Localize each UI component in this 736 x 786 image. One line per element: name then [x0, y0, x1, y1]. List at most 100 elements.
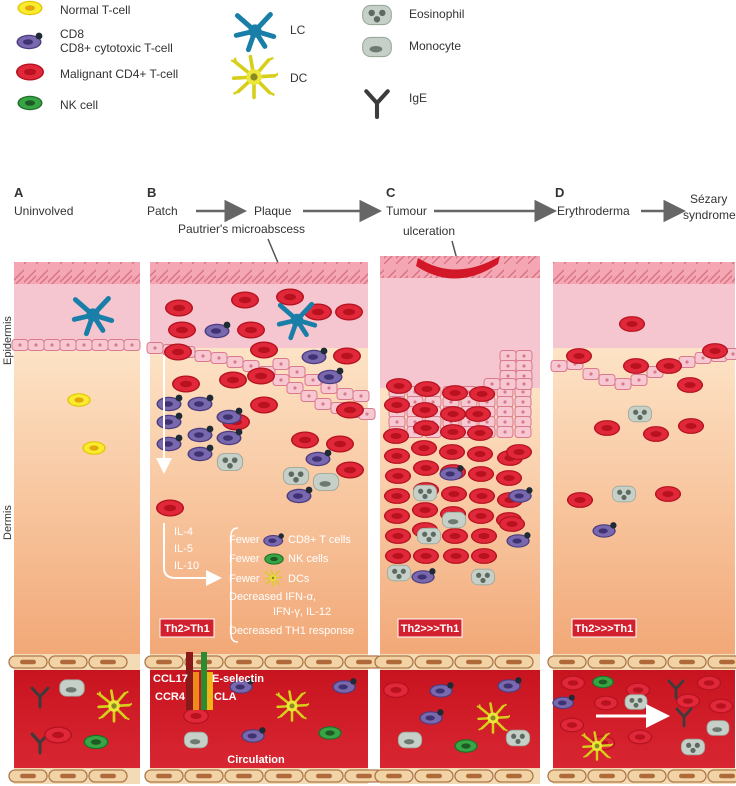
ulceration-crust [416, 256, 500, 279]
malignant-tcell [326, 435, 354, 453]
malignant-tcell [464, 406, 492, 422]
malignant-tcell [250, 396, 278, 414]
keratinocyte [496, 406, 514, 418]
malignant-tcell [336, 461, 364, 479]
endothelial-cell [414, 655, 454, 669]
malignant-tcell [439, 424, 467, 440]
keratinocyte [226, 356, 244, 368]
eosinophil [416, 527, 442, 545]
legend-malignant-label: Malignant CD4+ T-cell [60, 67, 178, 81]
legend-normal-tcell-icon [17, 0, 43, 16]
endothelial-cell [547, 769, 587, 783]
keratinocyte [514, 406, 532, 418]
monocyte [397, 731, 423, 749]
keratinocyte [388, 416, 406, 428]
fewer-label-1: Fewer [229, 534, 260, 546]
keratinocyte [210, 352, 228, 364]
malignant-tcell [383, 397, 411, 413]
malignant-tcell [164, 343, 192, 361]
malignant-tcell [44, 726, 72, 744]
eselectin-label: E-selectin [212, 673, 264, 685]
panel-a-title: Uninvolved [14, 204, 73, 218]
malignant-tcell [468, 488, 496, 504]
malignant-tcell [560, 675, 586, 691]
ccr4-label: CCR4 [155, 691, 186, 703]
panel-d-letter: D [555, 185, 564, 200]
nk-cell [83, 734, 109, 750]
ratio-c-text: Th2>>>Th1 [401, 623, 459, 635]
panel-a-letter: A [14, 185, 24, 200]
endothelial-cell [547, 655, 587, 669]
malignant-tcell [382, 428, 410, 444]
keratinocyte [496, 426, 514, 438]
normal-tcell [82, 441, 106, 455]
malignant-tcell [470, 528, 498, 544]
endothelial-cell [8, 769, 48, 783]
legend-ige-icon [366, 91, 387, 117]
legend-dc-label: DC [290, 71, 308, 85]
legend-eosinophil-icon [362, 4, 392, 26]
endothelial-cell [304, 655, 344, 669]
dermis-layer [150, 348, 368, 654]
keratinocyte [630, 374, 648, 386]
malignant-tcell [466, 446, 494, 462]
monocyte [312, 473, 340, 491]
malignant-tcell [566, 492, 594, 508]
cla-bar [207, 672, 213, 710]
malignant-tcell [156, 499, 184, 517]
malignant-tcell [168, 321, 196, 339]
stratum-corneum [14, 262, 140, 284]
endothelial-cell [88, 769, 128, 783]
malignant-tcell [383, 448, 411, 464]
fewer-label-2: Fewer [229, 553, 260, 565]
legend-eosinophil-label: Eosinophil [409, 7, 464, 21]
malignant-tcell [701, 343, 729, 359]
malignant-tcell [622, 358, 650, 374]
malignant-tcell [250, 341, 278, 359]
decreased-line1: Decreased IFN-α, [229, 591, 316, 603]
malignant-tcell [412, 460, 440, 476]
legend-lc-icon [236, 15, 273, 50]
malignant-tcell [708, 698, 734, 714]
endothelial-cell [374, 655, 414, 669]
keratinocyte [550, 360, 568, 372]
dermis-side-label: Dermis [2, 505, 14, 540]
monocyte [183, 731, 209, 749]
keratinocyte [336, 388, 354, 400]
endothelial-cell [264, 769, 304, 783]
ratio-badge-d [571, 618, 637, 638]
ratio-badge-b [159, 618, 215, 638]
malignant-tcell [231, 291, 259, 309]
panel-a-skin [8, 262, 140, 784]
malignant-tcell [440, 486, 468, 502]
malignant-tcell [654, 486, 682, 502]
keratinocyte [496, 396, 514, 408]
panel-b-letter: B [147, 185, 156, 200]
endothelial-cell [224, 769, 264, 783]
malignant-tcell [384, 528, 412, 544]
malignant-tcell [382, 682, 410, 698]
endothelial-cell [587, 769, 627, 783]
malignant-tcell [411, 402, 439, 418]
keratinocyte [272, 374, 290, 386]
ccl17-label: CCL17 [153, 673, 188, 685]
malignant-tcell [441, 528, 469, 544]
keratinocyte [59, 339, 77, 351]
malignant-tcell [495, 470, 523, 486]
keratinocyte [194, 350, 212, 362]
endothelial-cell [48, 655, 88, 669]
keratinocyte [515, 378, 533, 390]
keratinocyte [499, 350, 517, 362]
legend-monocyte-label: Monocyte [409, 39, 461, 53]
eosinophil [680, 738, 706, 756]
panel-b-stage2: Plaque [254, 204, 292, 218]
eosinophil [627, 405, 653, 423]
keratinocyte [27, 339, 45, 351]
epidermis-side-label: Epidermis [2, 316, 14, 365]
eosinophil [470, 568, 496, 586]
endothelial-cell [667, 769, 707, 783]
eosinophil [611, 485, 637, 503]
malignant-tcell [467, 508, 495, 524]
ratio-badge-c [397, 618, 463, 638]
keratinocyte [582, 368, 600, 380]
